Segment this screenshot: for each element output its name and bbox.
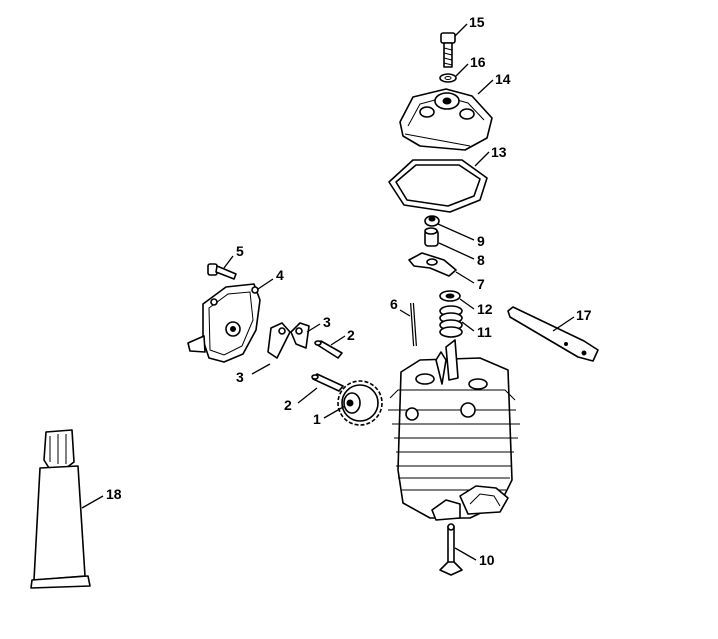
callout-7: 7 <box>477 276 485 292</box>
part-screw-5 <box>207 263 237 280</box>
part-cover-4 <box>187 283 261 363</box>
callout-12: 12 <box>477 301 493 317</box>
part-lever-3b <box>290 322 310 349</box>
part-spring-retainer-12 <box>439 290 461 302</box>
part-valve-cover-14 <box>399 88 493 151</box>
callout-3b: 3 <box>236 369 244 385</box>
callout-18: 18 <box>106 486 122 502</box>
callout-5: 5 <box>236 243 244 259</box>
callout-6: 6 <box>390 296 398 312</box>
part-rocker-arm-7 <box>408 252 457 277</box>
part-gear-1 <box>337 380 383 426</box>
callout-17: 17 <box>576 307 592 323</box>
leader-lines <box>81 23 575 561</box>
callout-1: 1 <box>313 411 321 427</box>
part-pin-2a <box>314 340 343 359</box>
part-lever-3a <box>267 322 291 359</box>
part-sleeve-8 <box>424 227 439 247</box>
callout-3a: 3 <box>323 314 331 330</box>
part-valve-spring-11 <box>439 305 463 338</box>
part-washer-16 <box>439 73 457 83</box>
callout-14: 14 <box>495 71 511 87</box>
callout-9: 9 <box>477 233 485 249</box>
callout-2b: 2 <box>284 397 292 413</box>
callout-11: 11 <box>477 324 492 340</box>
part-valve-10 <box>439 523 463 576</box>
callout-8: 8 <box>477 252 485 268</box>
callout-labels: 15 16 14 13 9 8 7 12 11 6 17 5 4 3 2 3 2… <box>106 14 592 568</box>
callout-13: 13 <box>491 144 507 160</box>
callout-15: 15 <box>469 14 485 30</box>
callout-2a: 2 <box>347 327 355 343</box>
part-tube-18 <box>30 429 91 589</box>
part-pin-2b <box>311 373 344 392</box>
part-gasket-13 <box>388 159 488 213</box>
part-cap-9 <box>424 215 440 227</box>
part-push-rod-6 <box>410 302 417 347</box>
part-tool-17 <box>507 306 599 362</box>
part-screw-15 <box>440 32 456 68</box>
callout-10: 10 <box>479 552 495 568</box>
part-cylinder <box>388 339 520 521</box>
callout-4: 4 <box>276 267 284 283</box>
callout-16: 16 <box>470 54 486 70</box>
